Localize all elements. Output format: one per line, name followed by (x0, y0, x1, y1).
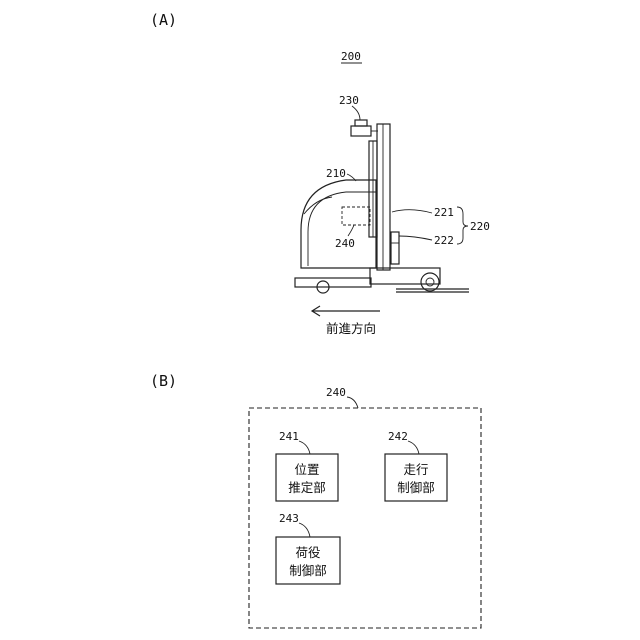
direction-arrow (312, 306, 380, 316)
chassis (295, 278, 371, 287)
panel-b-label: (B) (150, 372, 177, 390)
panel-a-label: (A) (150, 11, 177, 29)
brace-220 (457, 207, 468, 244)
unit-243-number: 243 (279, 512, 299, 525)
ref-body: 210 (326, 167, 346, 180)
controller-box-small (342, 207, 370, 225)
unit-242-line1: 走行 (403, 462, 428, 477)
ref-fork: 222 (434, 234, 454, 247)
ref-lift: 220 (470, 220, 490, 233)
ref-controller: 240 (335, 237, 355, 250)
front-wheel (421, 273, 439, 291)
fork-carriage (391, 232, 399, 264)
sensor-head (355, 120, 367, 126)
ref-mast: 221 (434, 206, 454, 219)
unit-241-line2: 推定部 (288, 480, 326, 495)
direction-label: 前進方向 (326, 321, 376, 336)
unit-242-line2: 制御部 (397, 480, 435, 495)
ref-sensor: 230 (339, 94, 359, 107)
unit-243-line1: 荷役 (295, 545, 320, 560)
controller-box-number: 240 (326, 386, 346, 399)
unit-241-number: 241 (279, 430, 299, 443)
unit-241-line1: 位置 (294, 462, 319, 477)
sensor-body (351, 126, 371, 136)
unit-243-line2: 制御部 (289, 563, 327, 578)
mast (377, 124, 390, 270)
unit-242-number: 242 (388, 430, 408, 443)
vehicle-number: 200 (341, 50, 361, 63)
